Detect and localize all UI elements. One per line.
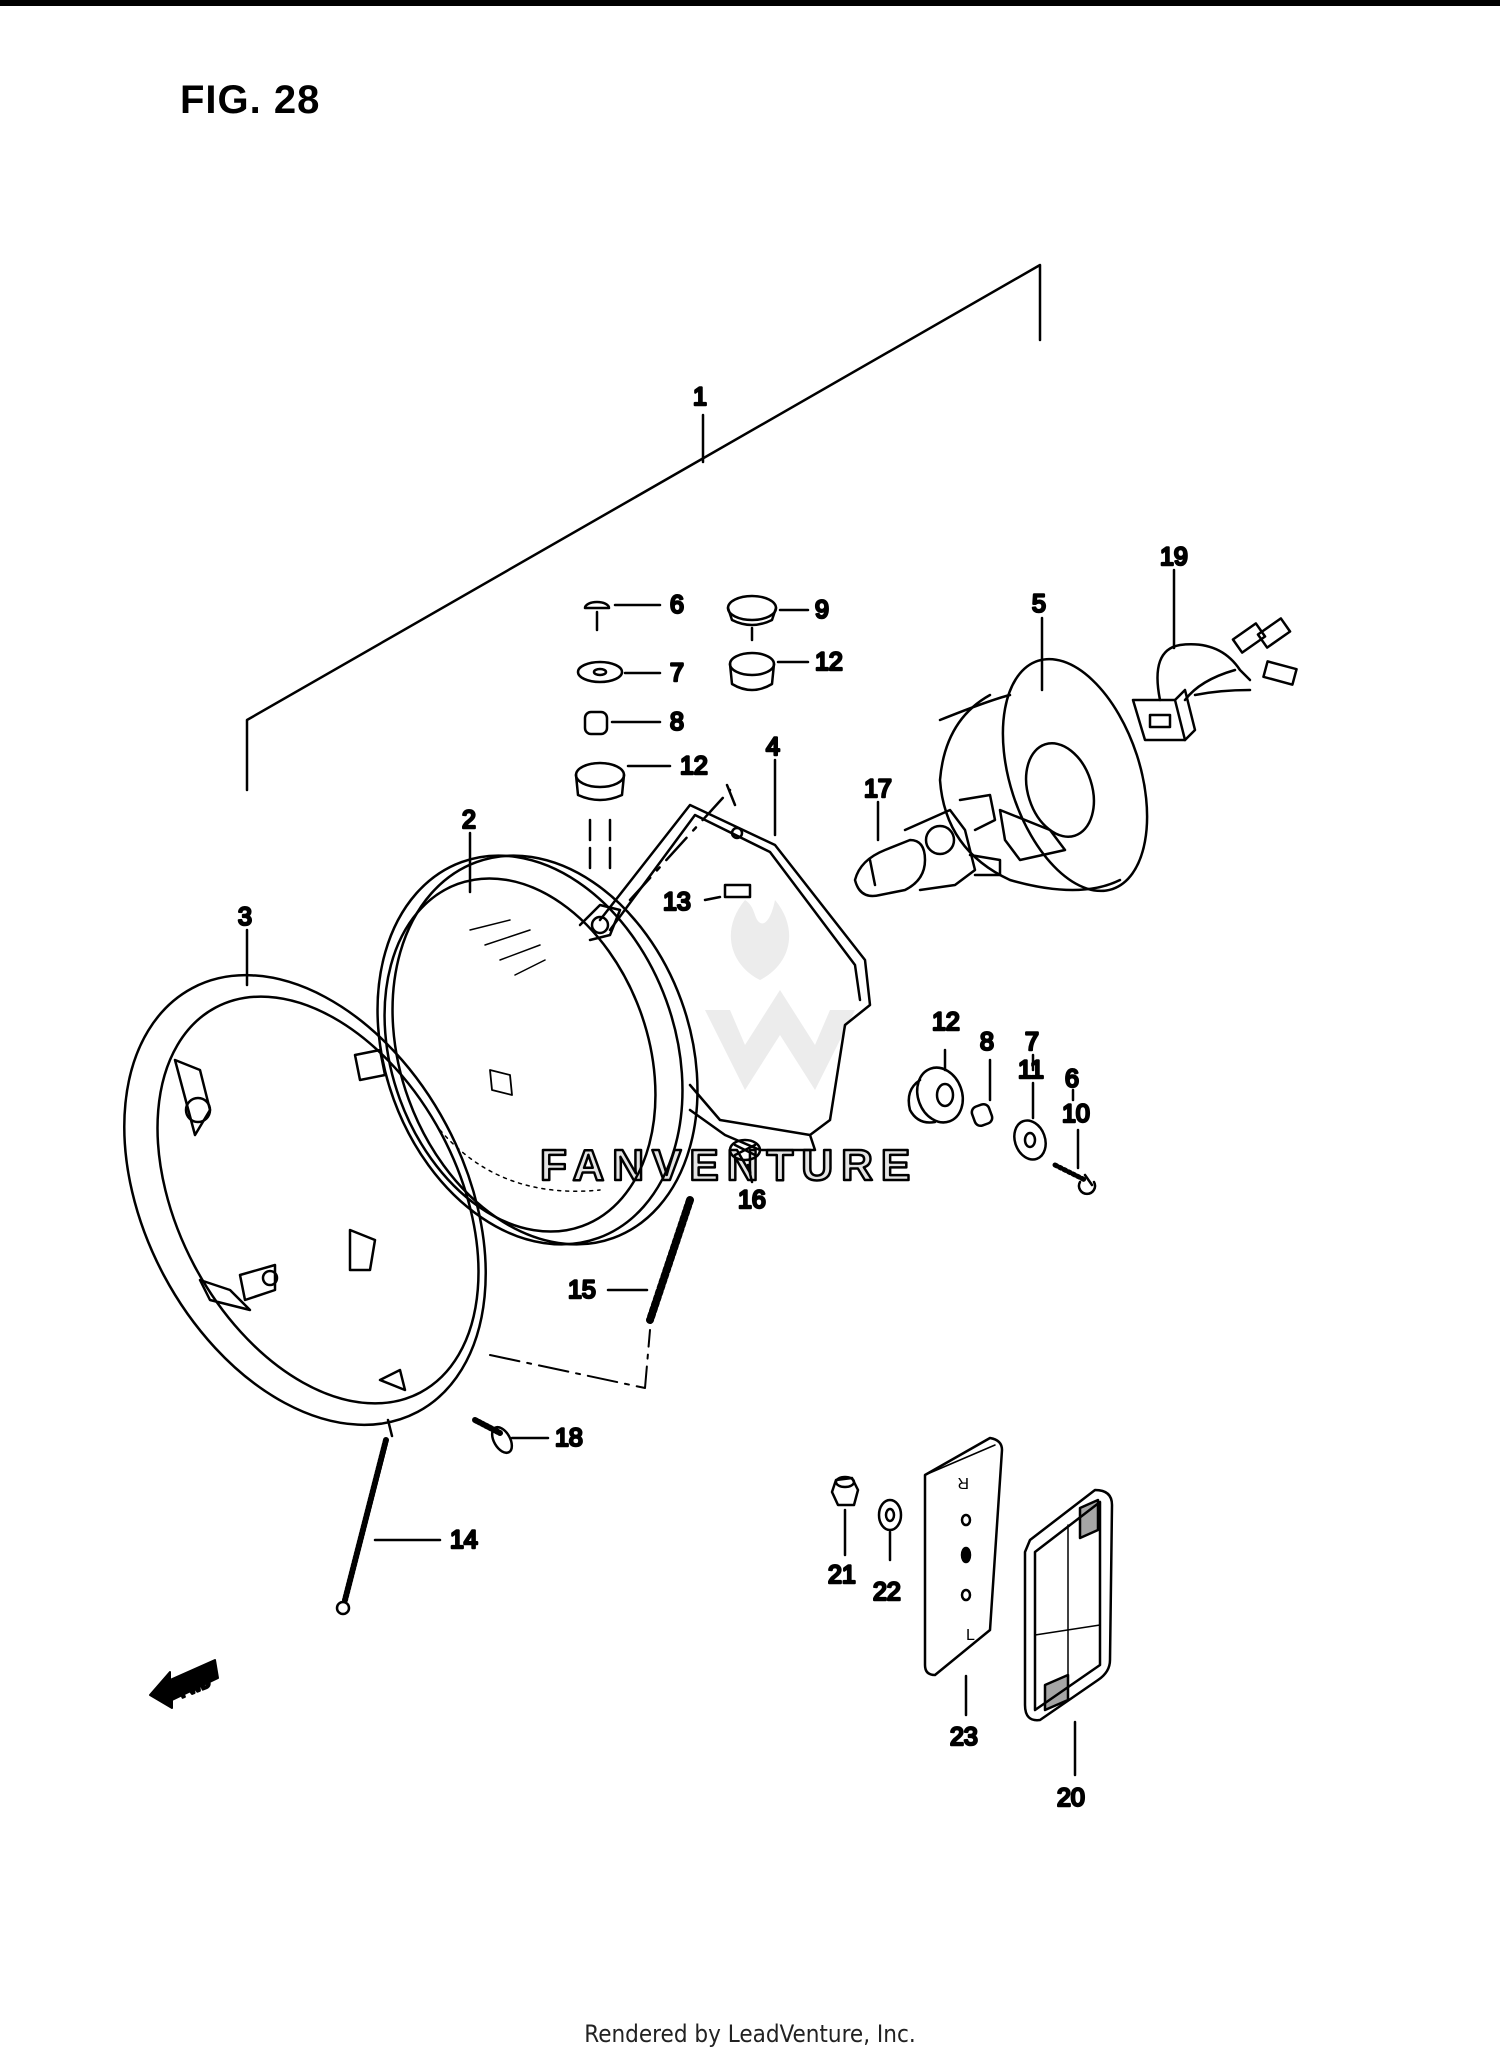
headlight-lens-unit-2 (376, 854, 699, 1246)
render-credit: Rendered by LeadVenture, Inc. (584, 2020, 916, 2048)
callout-6-side: 6 (1065, 1065, 1079, 1093)
callout-23: 23 (950, 1723, 978, 1751)
callout-1: 1 (693, 383, 707, 411)
reflector-20 (1023, 1488, 1114, 1722)
callout-9: 9 (815, 596, 829, 624)
spring-15 (489, 1196, 694, 1389)
callout-6-top: 6 (670, 591, 684, 619)
callout-16: 16 (738, 1186, 766, 1214)
headlight-rim-3 (123, 973, 487, 1427)
callout-12-left: 12 (680, 752, 708, 780)
callout-11: 11 (1018, 1056, 1044, 1084)
bulb-socket-19 (1131, 617, 1298, 742)
callout-14: 14 (450, 1526, 478, 1554)
nut-21 (830, 1475, 860, 1507)
callout-13: 13 (663, 888, 691, 916)
callout-8-top: 8 (670, 708, 684, 736)
callout-21: 21 (828, 1561, 856, 1589)
callout-12-side: 12 (932, 1008, 960, 1036)
side-fastener-stack (907, 1066, 1097, 1196)
reflector-label-l: L (966, 1627, 975, 1644)
callout-19: 19 (1160, 543, 1188, 571)
headlight-bulb-17 (853, 793, 1002, 898)
assembly-bracket-1 (245, 263, 1042, 792)
callout-22: 22 (873, 1578, 901, 1606)
callout-8-side: 8 (980, 1028, 994, 1056)
callout-12-top: 12 (815, 648, 843, 676)
washer-22 (877, 1498, 903, 1532)
callout-15: 15 (568, 1276, 596, 1304)
grommet-12-top (728, 651, 776, 692)
figure-title: FIG. 28 (180, 78, 321, 122)
fwd-arrow-icon: FWD (149, 1659, 219, 1709)
top-border (0, 0, 1500, 6)
callout-10: 10 (1062, 1100, 1090, 1128)
watermark-text: FANVENTURE (540, 1141, 918, 1190)
reflector-bracket-23: R L (923, 1436, 1004, 1677)
headlight-bracket-4 (578, 803, 872, 1152)
reflector-label-r: R (957, 1474, 969, 1491)
callout-5: 5 (1032, 590, 1046, 618)
adjuster-nut-16 (728, 1138, 762, 1162)
top-fastener-stack (574, 600, 737, 902)
adjusting-screw-14 (335, 1418, 394, 1616)
headlight-housing-5 (938, 657, 1149, 893)
grommet-9 (726, 594, 778, 642)
screw-18 (472, 1417, 514, 1455)
callout-4: 4 (766, 733, 780, 761)
callout-17: 17 (864, 775, 892, 803)
callout-2: 2 (462, 806, 476, 834)
callout-7-side: 7 (1025, 1028, 1039, 1056)
callout-3: 3 (238, 903, 252, 931)
callout-20: 20 (1057, 1784, 1085, 1812)
callout-18: 18 (555, 1424, 583, 1452)
callout-7-top: 7 (670, 659, 684, 687)
watermark: FANVENTURE (539, 900, 918, 1191)
